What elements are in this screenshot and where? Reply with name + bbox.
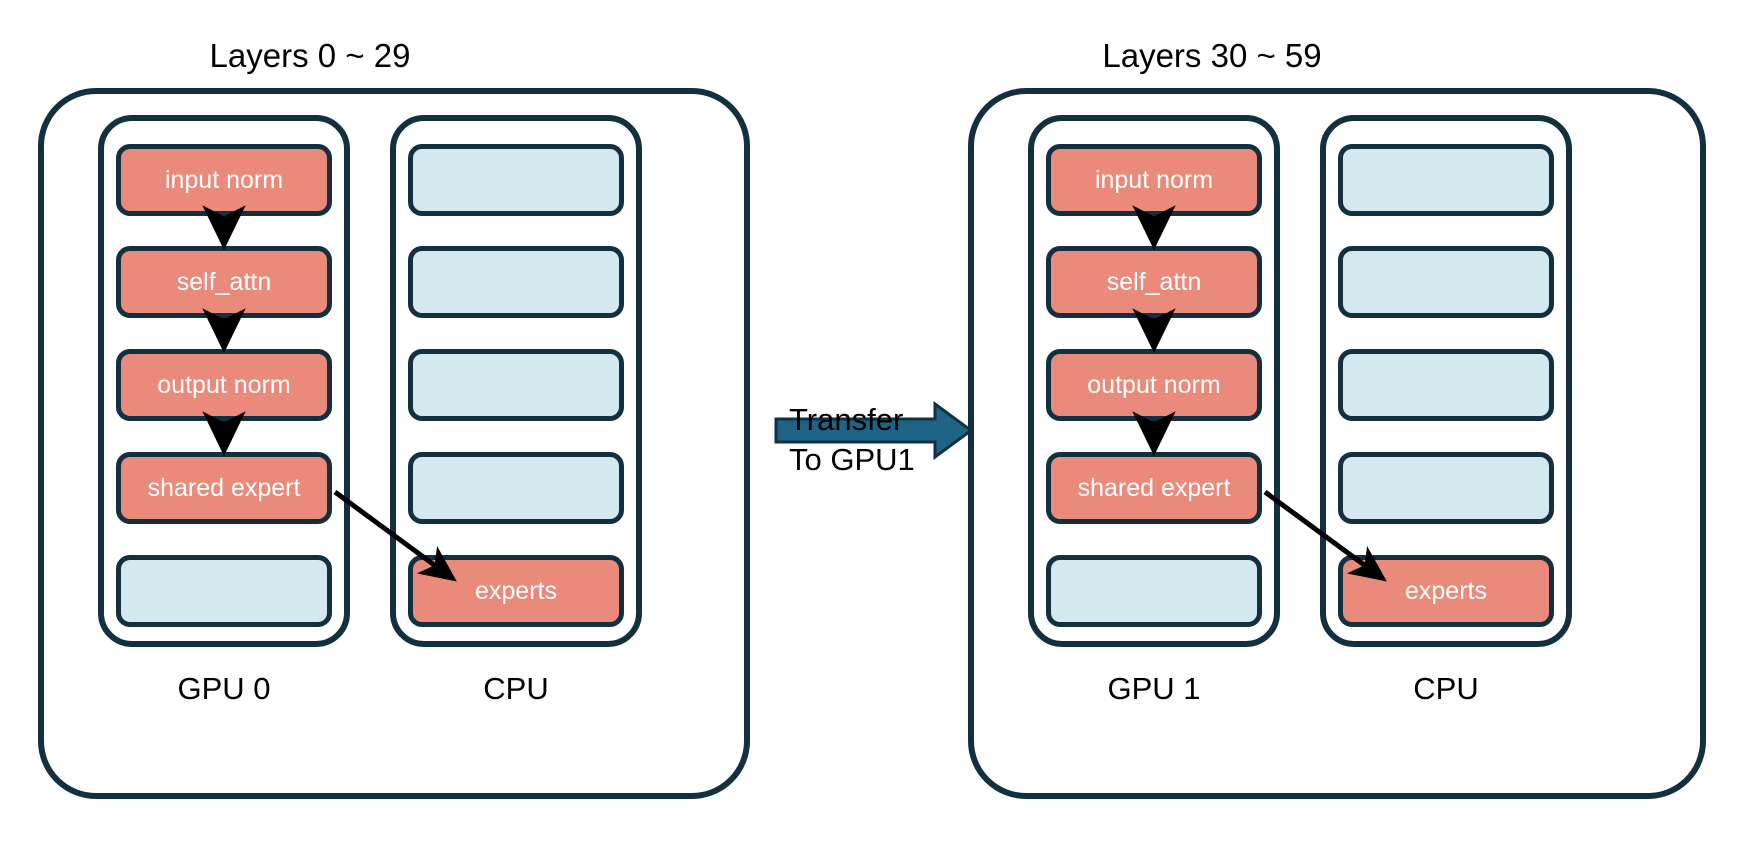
- footer-cpu-1: CPU: [1413, 671, 1479, 706]
- module-empty-cpu0-1[interactable]: [408, 144, 624, 216]
- module-shared-expert-gpu0[interactable]: shared expert: [116, 452, 332, 524]
- transfer-label-line2: To GPU1: [789, 441, 915, 477]
- module-empty-gpu1-5[interactable]: [1046, 555, 1262, 627]
- module-empty-cpu1-3[interactable]: [1338, 349, 1554, 421]
- module-empty-cpu0-2[interactable]: [408, 246, 624, 318]
- module-empty-cpu0-3[interactable]: [408, 349, 624, 421]
- module-experts-cpu1[interactable]: experts: [1338, 555, 1554, 627]
- module-empty-gpu0-5[interactable]: [116, 555, 332, 627]
- module-experts-cpu0[interactable]: experts: [408, 555, 624, 627]
- column-gpu-1: [1028, 115, 1280, 647]
- module-shared-expert-gpu1[interactable]: shared expert: [1046, 452, 1262, 524]
- footer-gpu-1: GPU 1: [1107, 671, 1201, 706]
- column-cpu-1: [1320, 115, 1572, 647]
- footer-cpu-0: CPU: [483, 671, 549, 706]
- module-empty-cpu0-4[interactable]: [408, 452, 624, 524]
- module-input-norm-gpu0[interactable]: input norm: [116, 144, 332, 216]
- module-empty-cpu1-4[interactable]: [1338, 452, 1554, 524]
- module-empty-cpu1-2[interactable]: [1338, 246, 1554, 318]
- footer-gpu-0: GPU 0: [177, 671, 271, 706]
- module-output-norm-gpu1[interactable]: output norm: [1046, 349, 1262, 421]
- module-empty-cpu1-1[interactable]: [1338, 144, 1554, 216]
- column-cpu-0: [390, 115, 642, 647]
- column-gpu-0: [98, 115, 350, 647]
- panel-layers-0-29: [38, 88, 750, 799]
- module-output-norm-gpu0[interactable]: output norm: [116, 349, 332, 421]
- transfer-label: Transfer To GPU1: [789, 400, 915, 479]
- module-self-attn-gpu0[interactable]: self_attn: [116, 246, 332, 318]
- panel-title-right: Layers 30 ~ 59: [1102, 37, 1322, 74]
- transfer-label-line1: Transfer: [789, 402, 904, 437]
- module-input-norm-gpu1[interactable]: input norm: [1046, 144, 1262, 216]
- panel-title-left: Layers 0 ~ 29: [209, 37, 411, 74]
- module-self-attn-gpu1[interactable]: self_attn: [1046, 246, 1262, 318]
